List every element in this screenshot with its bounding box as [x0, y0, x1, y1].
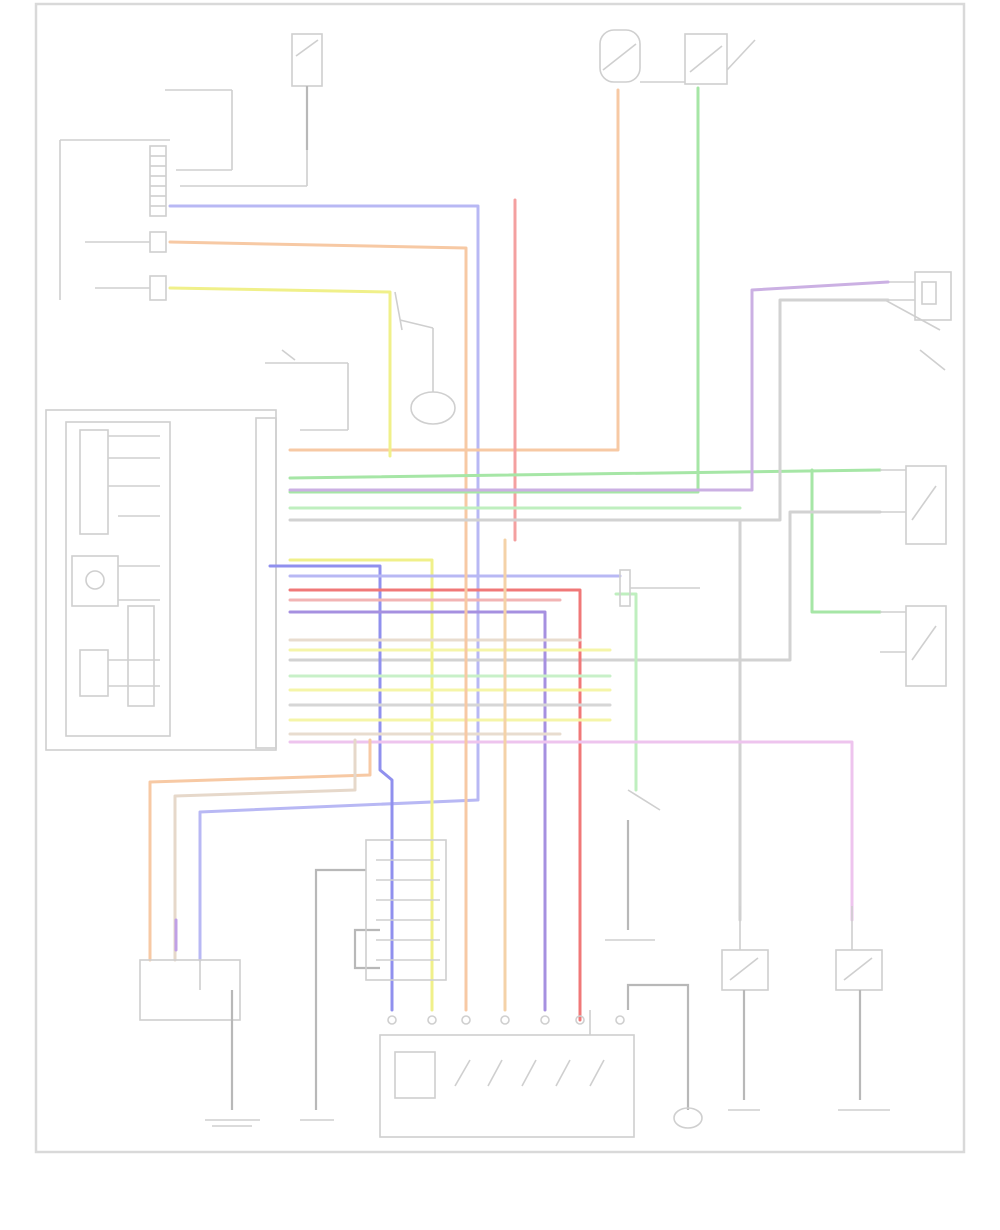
upper-right-device — [884, 271, 952, 371]
wire-yellow-mid — [288, 558, 434, 1012]
wire-purple-mid — [288, 610, 547, 1012]
wire-gray-right — [288, 298, 890, 522]
bottom-left-actuator — [139, 959, 260, 1127]
upper-left-connector — [85, 145, 167, 301]
top-left-relay — [59, 89, 233, 300]
ground-left — [300, 868, 380, 1121]
wire-gray-right2 — [288, 510, 882, 662]
right-switch-lower — [880, 605, 947, 687]
wire-green-top — [288, 86, 700, 494]
bottom-switch-box — [379, 1015, 635, 1138]
top-fuse-block — [180, 33, 323, 187]
wire-pink-long — [288, 740, 854, 922]
wire-green-low — [614, 592, 638, 792]
center-lower-switch — [605, 789, 661, 941]
bottom-main-connector — [365, 839, 447, 981]
bottom-right-switch-a — [721, 906, 769, 1111]
wire-blue-top — [168, 204, 480, 962]
wire-red-mid — [288, 588, 582, 1022]
wire-orange-bottom — [148, 738, 372, 962]
top-right-fuse-block — [599, 29, 756, 85]
wire-orange-long — [288, 88, 620, 452]
mid-connector — [619, 569, 700, 607]
wire-green-right2 — [810, 468, 882, 614]
right-switch-upper — [880, 465, 947, 545]
bottom-right-switch-b — [835, 906, 890, 1111]
wire-blue-mid — [268, 564, 394, 1012]
wire-purple-top — [288, 280, 890, 492]
wire-yellow-sensor — [168, 286, 392, 458]
module-relay — [265, 349, 349, 431]
center-sensor — [394, 291, 456, 425]
wire-green-right — [288, 468, 882, 480]
wire-tan-bottom — [173, 738, 357, 962]
control-module — [45, 409, 277, 751]
diagram-border — [34, 2, 966, 1154]
wire-orange-top — [168, 240, 468, 542]
bottom-right-ground — [626, 983, 703, 1129]
